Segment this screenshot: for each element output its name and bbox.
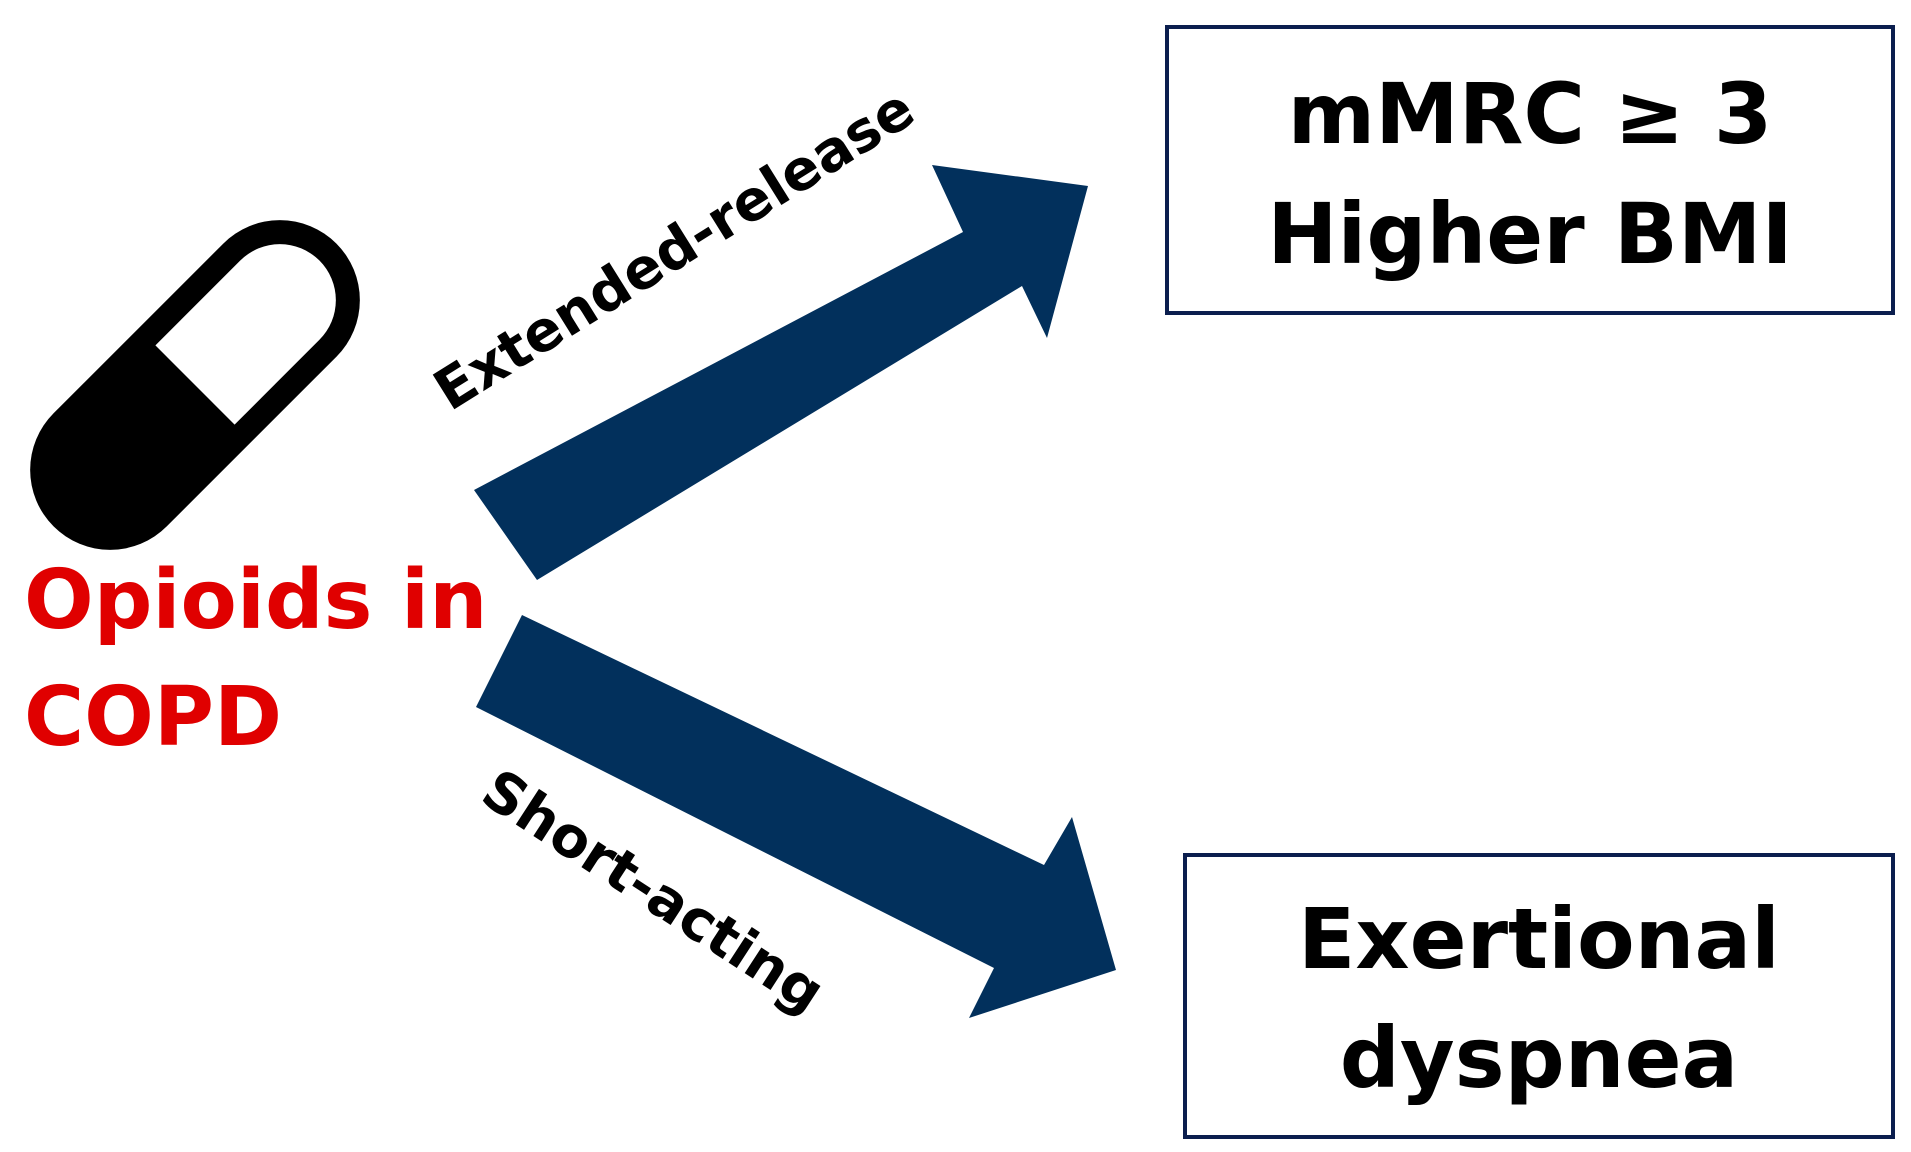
source-label-line2: COPD bbox=[24, 670, 282, 765]
lower-outcome-box bbox=[1183, 853, 1895, 1139]
capsule-white-half bbox=[155, 244, 336, 425]
source-label-line1: Opioids in bbox=[24, 553, 488, 648]
upper-arrow bbox=[474, 165, 1088, 580]
upper-outcome-box bbox=[1165, 25, 1895, 315]
lower-outcome-line1: Exertional bbox=[1298, 890, 1780, 988]
capsule-pill-icon bbox=[30, 220, 360, 550]
upper-outcome-line1: mMRC ≥ 3 bbox=[1288, 65, 1773, 163]
upper-outcome-line2: Higher BMI bbox=[1267, 185, 1793, 283]
lower-outcome-line2: dyspnea bbox=[1340, 1009, 1738, 1107]
lower-arrow bbox=[476, 615, 1116, 1018]
